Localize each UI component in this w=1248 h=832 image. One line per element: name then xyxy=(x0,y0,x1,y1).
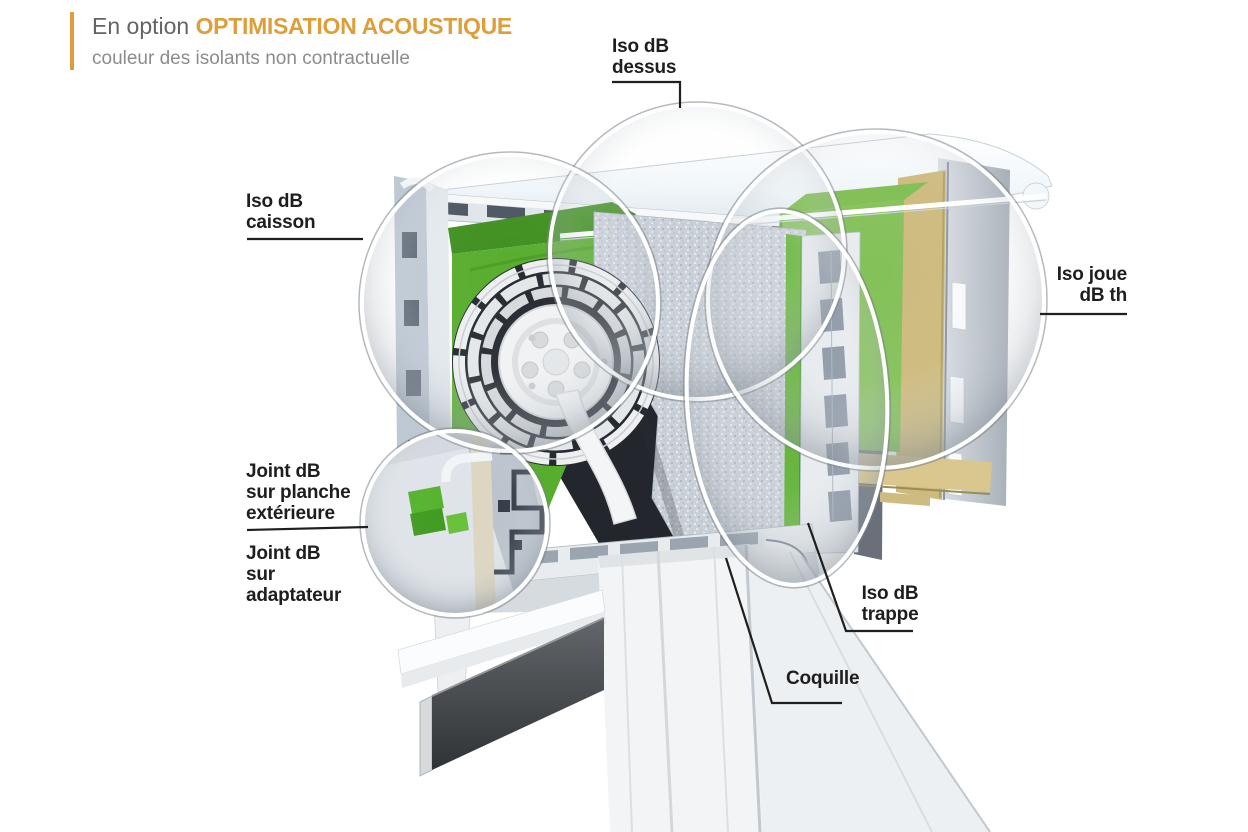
leader-lines xyxy=(246,80,1127,705)
window-frame xyxy=(598,544,991,832)
callout-iso-joue-db-th: Iso joue dB th xyxy=(1056,264,1127,306)
callout-joint-db-adaptateur: Joint dB sur adaptateur xyxy=(246,543,342,606)
callout-iso-db-dessus: Iso dB dessus xyxy=(612,36,677,78)
callout-coquille: Coquille xyxy=(786,668,860,689)
leader-trappe xyxy=(806,522,913,633)
page-title: En option OPTIMISATION ACOUSTIQUE xyxy=(92,13,512,40)
title-accent: OPTIMISATION ACOUSTIQUE xyxy=(195,13,513,39)
window-jamb xyxy=(748,544,990,832)
leader-coquille xyxy=(724,557,842,705)
leader-dessus xyxy=(612,80,682,108)
page-subtitle: couleur des isolants non contractuelle xyxy=(92,48,410,69)
accent-bar xyxy=(70,12,74,70)
end-slat-bar xyxy=(419,617,605,777)
callout-iso-db-trappe: Iso dB trappe xyxy=(861,583,919,625)
callout-iso-db-caisson: Iso dB caisson xyxy=(246,191,316,233)
callout-joint-db-planche: Joint dB sur planche extérieure xyxy=(246,461,351,524)
lens-caisson xyxy=(358,151,662,455)
title-prefix: En option xyxy=(92,13,190,39)
lens-trappe xyxy=(682,207,892,589)
leader-joint xyxy=(246,525,369,532)
window-mullion xyxy=(598,544,762,832)
lens-joint xyxy=(359,427,551,619)
